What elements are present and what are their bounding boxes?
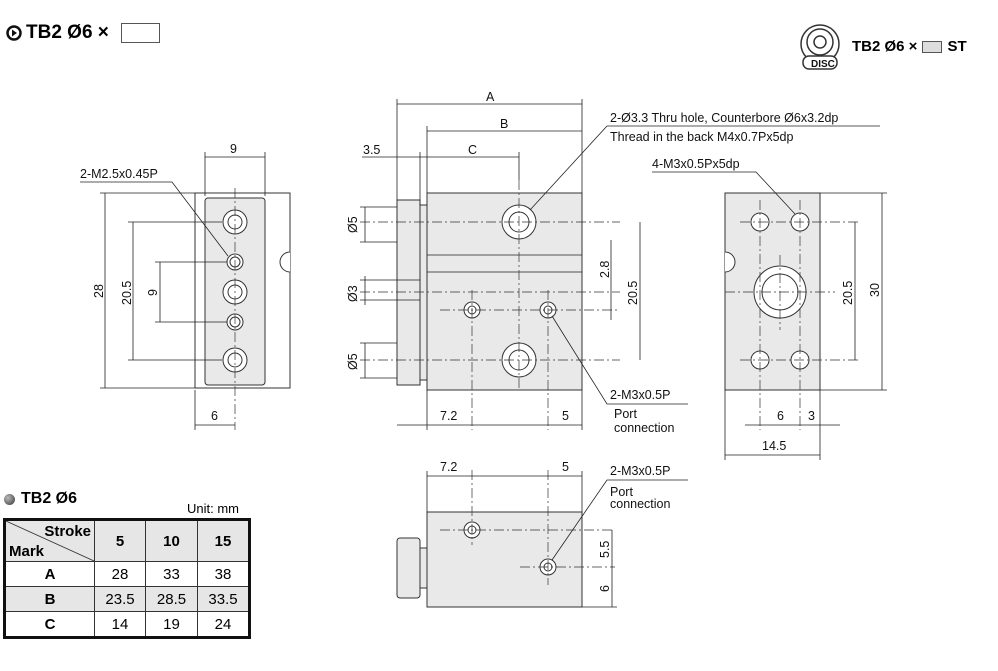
mark-header: Mark	[9, 543, 45, 560]
dim-text: 3	[808, 409, 815, 423]
mark-cell: A	[4, 561, 95, 587]
dim-text: 9	[146, 289, 160, 296]
value-cell: 38	[197, 561, 250, 587]
dim-text: Ø5	[346, 216, 360, 233]
mark-cell: B	[4, 586, 95, 612]
table-title: TB2 Ø6	[4, 490, 77, 508]
unit-label: Unit: mm	[187, 501, 239, 516]
dim-text: 6	[598, 585, 612, 592]
dim-text: 20.5	[841, 281, 855, 305]
dim-text: 30	[868, 283, 882, 297]
stroke-box	[922, 40, 943, 53]
stroke-col: 5	[94, 519, 146, 562]
port-label: connection	[610, 497, 671, 511]
value-cell: 14	[94, 611, 146, 638]
dim-text: 20.5	[120, 281, 134, 305]
port-label: 2-M3x0.5P	[610, 464, 670, 478]
dim-text: 5.5	[598, 541, 612, 558]
hole-label: 2-Ø3.3 Thru hole, Counterbore Ø6x3.2dp	[610, 111, 838, 125]
dim-text: Ø5	[346, 353, 360, 370]
stroke-input-box	[120, 23, 160, 43]
port-label: connection	[614, 421, 675, 435]
port-label: Port	[610, 485, 633, 499]
thread-label: 4-M3x0.5Px5dp	[652, 157, 740, 171]
stroke-col: 15	[197, 519, 250, 562]
mark-cell: C	[4, 611, 95, 638]
right-view: 4-M3x0.5Px5dp 20.5 30 6 3 14.5	[652, 157, 887, 460]
value-cell: 33	[145, 561, 198, 587]
disc-badge-title: TB2 Ø6 × ST	[852, 38, 967, 55]
value-cell: 23.5	[94, 586, 146, 612]
model-title: TB2 Ø6 ×	[26, 22, 109, 43]
dim-text: 5	[562, 460, 569, 474]
value-cell: 28.5	[145, 586, 198, 612]
port-label: 2-M3x0.5P	[610, 388, 670, 402]
dim-text: Ø3	[346, 285, 360, 302]
middle-view: A B C 3.5 Ø5 Ø3 Ø5 2.8 20.5 7.2 5 2-Ø3.3…	[346, 90, 880, 435]
disc-suffix: ST	[947, 38, 967, 55]
value-cell: 33.5	[197, 586, 250, 612]
value-cell: 24	[197, 611, 250, 638]
dim-text: 3.5	[363, 143, 380, 157]
value-cell: 28	[94, 561, 146, 587]
stroke-header: Stroke	[44, 523, 91, 540]
dim-text: B	[500, 117, 508, 131]
table-title-text: TB2 Ø6	[21, 490, 78, 507]
thread-label: 2-M2.5x0.45P	[80, 167, 158, 181]
value-cell: 19	[145, 611, 198, 638]
thread-label: Thread in the back M4x0.7Px5dp	[610, 130, 793, 144]
dim-text: 20.5	[626, 281, 640, 305]
circle-play-icon	[6, 25, 22, 41]
dim-text: A	[486, 90, 495, 104]
left-view: 9 2-M2.5x0.45P 28 20.5 9 6	[80, 142, 291, 430]
dim-text: 28	[92, 284, 106, 298]
dim-text: 7.2	[440, 460, 457, 474]
dim-text: 7.2	[440, 409, 457, 423]
stroke-col: 10	[145, 519, 198, 562]
corner-header: Stroke Mark	[4, 519, 95, 562]
bottom-view: 7.2 5 5.5 6 2-M3x0.5P Port connection	[396, 460, 688, 608]
dim-text: 5	[562, 409, 569, 423]
dim-text: C	[468, 143, 477, 157]
dim-text: 9	[230, 142, 237, 156]
dim-text: 14.5	[762, 439, 786, 453]
dim-text: 2.8	[598, 261, 612, 278]
bullet-icon	[4, 493, 15, 505]
dim-text: 6	[777, 409, 784, 423]
dim-text: 6	[211, 409, 218, 423]
port-label: Port	[614, 407, 637, 421]
disc-model: TB2 Ø6 ×	[852, 38, 918, 55]
page-title: TB2 Ø6 ×	[6, 22, 160, 44]
